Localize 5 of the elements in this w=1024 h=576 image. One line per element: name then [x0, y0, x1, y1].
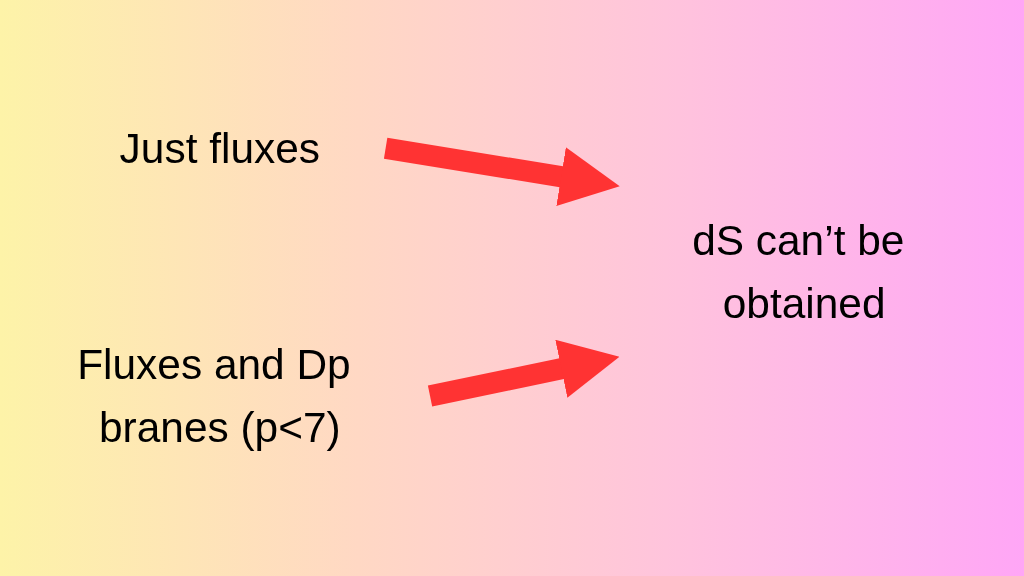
node-text: Just fluxes	[119, 124, 321, 172]
arrow	[383, 137, 620, 206]
node-text: Fluxes and Dp branes (p<7)	[77, 340, 351, 451]
node-text: dS can’t be obtained	[692, 216, 905, 328]
arrow	[427, 339, 620, 407]
